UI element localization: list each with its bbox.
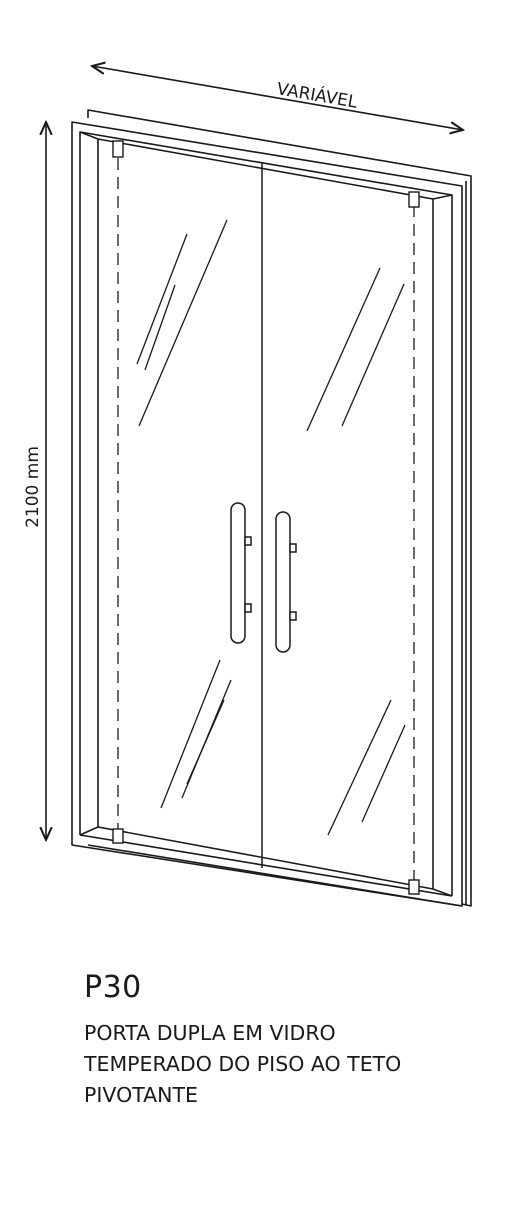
bottom-right-pivot — [408, 879, 420, 895]
pivot-hardware — [112, 140, 420, 895]
pivot-axes — [117, 158, 415, 884]
width-dimension-label: VARIÁVEL — [275, 77, 359, 113]
top-right-pivot — [408, 191, 420, 208]
description-line: PIVOTANTE — [84, 1083, 198, 1107]
product-code: P30 — [84, 970, 142, 1005]
door-handles — [230, 502, 297, 653]
width-dimension-arrow — [92, 66, 463, 130]
product-caption: P30 PORTA DUPLA EM VIDRO TEMPERADO DO PI… — [84, 968, 524, 1111]
bottom-left-pivot — [112, 828, 124, 844]
height-dimension: 2100 mm — [23, 122, 46, 840]
description-line: TEMPERADO DO PISO AO TETO — [84, 1052, 402, 1076]
height-dimension-label: 2100 mm — [23, 446, 43, 528]
glass-leaves — [97, 138, 434, 890]
left-handle-icon — [230, 502, 246, 644]
door-elevation-drawing: VARIÁVEL 2100 mm — [23, 0, 472, 907]
top-left-pivot — [112, 140, 124, 158]
description-line: PORTA DUPLA EM VIDRO — [84, 1021, 336, 1045]
door-frame — [71, 109, 472, 907]
right-handle-icon — [275, 511, 291, 653]
glass-reflections — [136, 219, 406, 836]
